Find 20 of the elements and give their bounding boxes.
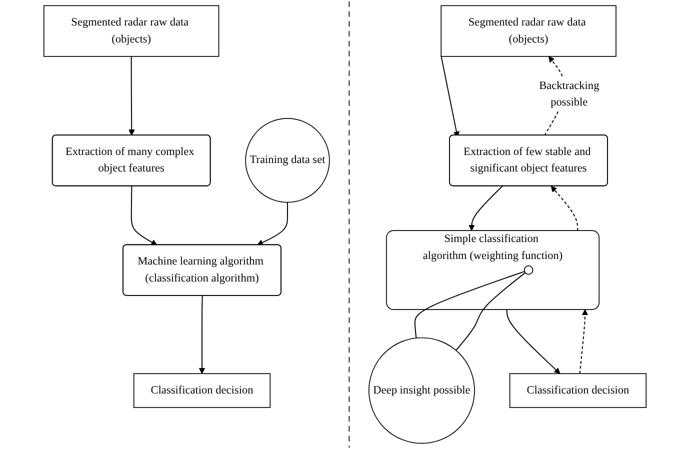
node-circle: Training data set [245,118,330,203]
node-box: Classification decision [133,373,271,408]
arrow [130,186,158,246]
cluster: Simple classification algorithm (weighting function) [386,230,600,310]
node-circle: Deep insight possible [368,337,475,444]
node-box: Segmented radar raw data (objects) [43,5,220,57]
edge-label: Backtracking possible [539,80,600,109]
node-box: Classification decision [509,373,647,408]
arrow [550,186,578,232]
arrow [579,309,588,374]
node-circle [524,265,534,275]
connector [414,270,526,339]
connector [455,272,526,351]
node-box: Segmented radar raw data (objects) [440,5,616,57]
arrow [468,185,504,231]
arrow [257,202,288,246]
arrow [440,55,460,138]
arrow [198,295,206,374]
arrow [128,56,135,136]
arrow [506,309,560,374]
